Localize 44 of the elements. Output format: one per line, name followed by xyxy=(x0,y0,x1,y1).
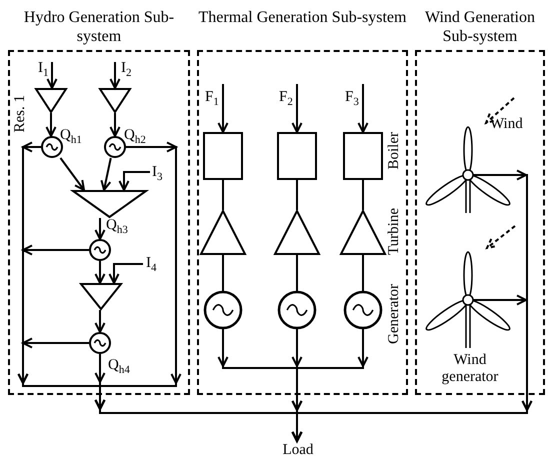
arrow xyxy=(218,83,228,134)
line xyxy=(362,180,364,210)
row-label: Turbine xyxy=(386,208,403,255)
line xyxy=(222,180,224,210)
arrow xyxy=(94,217,106,242)
node-label: Wind generator xyxy=(440,352,500,386)
row-label: Boiler xyxy=(386,132,403,170)
edge-label: I$_{1}$ xyxy=(38,60,48,77)
load-label: Load xyxy=(278,441,318,461)
line xyxy=(296,255,298,291)
edge-label: F$_{2}$ xyxy=(279,89,293,106)
group-title: Hydro Generation Sub-system xyxy=(22,8,176,46)
arrow xyxy=(100,157,112,192)
arrow xyxy=(292,294,532,444)
arrow xyxy=(59,157,86,192)
dashed-arrow xyxy=(484,97,515,124)
line xyxy=(362,255,364,291)
arrow xyxy=(292,83,302,134)
row-label: Generator xyxy=(386,284,403,344)
edge-label: Q$_{h4}$ xyxy=(108,357,130,374)
edge-label: Q$_{h1}$ xyxy=(60,127,82,144)
edge-label: Wind xyxy=(490,116,523,133)
arrow xyxy=(358,83,368,134)
node-label: Res. 1 xyxy=(12,95,29,132)
dashed-arrow xyxy=(485,225,516,250)
edge-label: Q$_{h3}$ xyxy=(106,217,128,234)
arrow xyxy=(94,260,106,286)
edge-label: I$_{4}$ xyxy=(146,255,156,272)
arrow xyxy=(110,61,120,90)
arrow xyxy=(94,309,106,334)
group-title: Thermal Generation Sub-system xyxy=(198,8,408,27)
arrow xyxy=(118,171,151,192)
edge-label: Q$_{h2}$ xyxy=(124,127,146,144)
arrow xyxy=(110,112,120,138)
edge-label: F$_{3}$ xyxy=(345,89,359,106)
line xyxy=(296,180,298,210)
line xyxy=(222,255,224,291)
edge-label: I$_{3}$ xyxy=(152,164,162,181)
arrow xyxy=(108,263,144,286)
arrow xyxy=(46,61,58,90)
edge-label: F$_{1}$ xyxy=(205,89,219,106)
edge-label: I$_{2}$ xyxy=(121,60,132,77)
arrow xyxy=(46,112,56,138)
group-title: Wind Generation Sub-system xyxy=(424,8,536,46)
